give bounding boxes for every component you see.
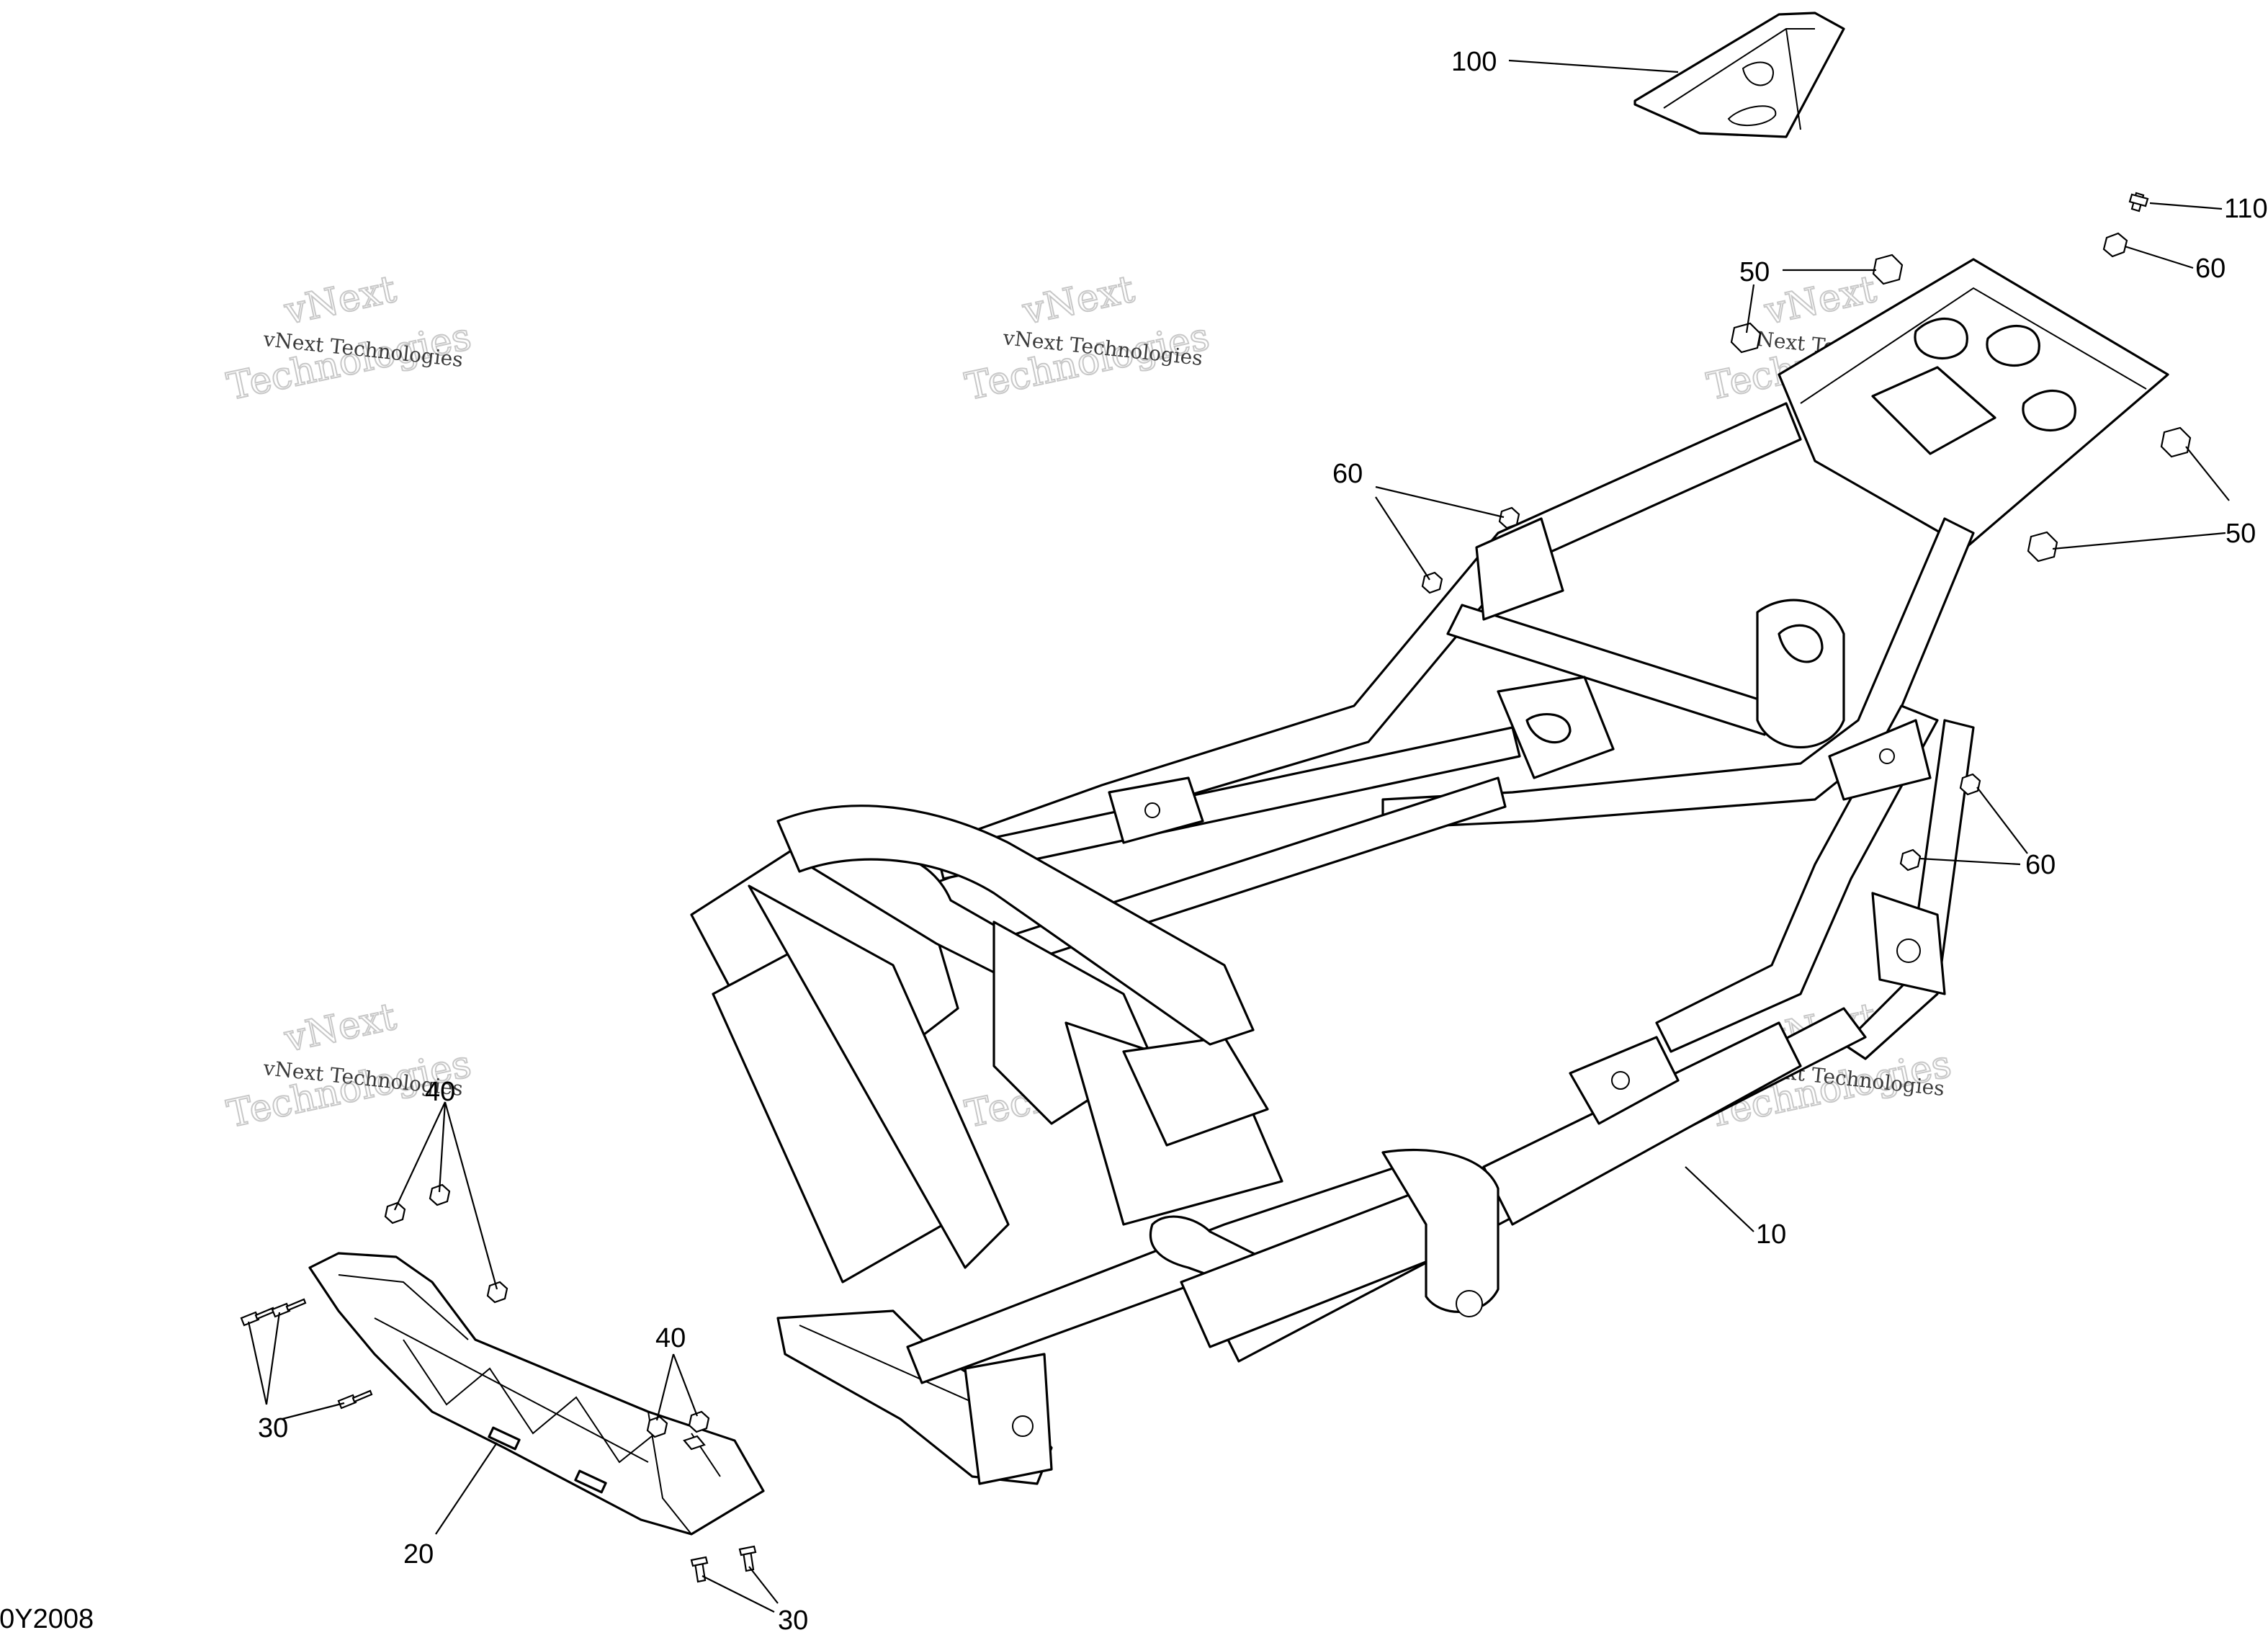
callout-10-frame: 10 <box>1756 1219 1786 1250</box>
callout-60-middle: 60 <box>1332 459 1363 489</box>
nut-40-b <box>429 1183 451 1206</box>
watermark-top-center: vNext Technologies vNext Technologies <box>961 267 1214 410</box>
watermark-big-1: vNext <box>280 995 400 1061</box>
nut-60-mid-b <box>1421 571 1443 594</box>
callout-20-skid-plate: 20 <box>403 1539 434 1569</box>
nut-60-right-a <box>1959 773 1981 796</box>
watermark-big-1: vNext <box>1760 268 1880 333</box>
callout-40-bottom: 40 <box>655 1323 686 1353</box>
watermark-big-1: vNext <box>1018 268 1138 333</box>
nut-60-mid-a <box>1498 506 1520 529</box>
callout-50-right: 50 <box>2226 519 2256 549</box>
leader-lines <box>247 59 2230 1613</box>
watermark-big-1: vNext <box>280 268 400 333</box>
nut-60-top-right <box>2102 232 2128 258</box>
nut-50-left <box>1730 322 1762 354</box>
callout-30-left: 30 <box>258 1413 288 1443</box>
part-10-main-frame <box>690 258 2169 1485</box>
nut-50-right <box>2160 426 2192 458</box>
callout-110: 110 <box>2224 194 2268 224</box>
callout-labels: 100 110 60 50 60 50 60 10 40 40 30 20 30 <box>258 47 2268 1635</box>
bolt-30-left-c <box>337 1389 373 1410</box>
diagram-reference-code: 30Y2008 <box>0 1604 94 1634</box>
watermark-bottom-left: vNext Technologies vNext Technologies <box>223 995 475 1137</box>
bolt-30-left-a <box>240 1307 276 1327</box>
part-100-bracket <box>1633 12 1845 138</box>
callout-40-left: 40 <box>425 1077 455 1107</box>
nut-50-lower-right <box>2027 531 2058 563</box>
watermark-top-left: vNext Technologies vNext Technologies <box>223 267 475 410</box>
callout-50-top: 50 <box>1739 257 1770 287</box>
nut-40-d <box>646 1415 668 1438</box>
callout-60-right: 60 <box>2025 850 2056 880</box>
nut-50-top <box>1872 254 1904 285</box>
nut-60-right-b <box>1899 848 1922 872</box>
nut-40-e <box>688 1410 710 1433</box>
nut-40-c <box>486 1281 508 1304</box>
part-20-skid-plate <box>308 1252 765 1536</box>
callout-100: 100 <box>1451 47 1497 77</box>
bolt-30-left-b <box>271 1298 307 1318</box>
bolt-30-bottom-b <box>738 1545 757 1572</box>
callout-60-top-right: 60 <box>2195 254 2226 284</box>
nut-40-a <box>384 1201 406 1224</box>
bolt-110 <box>2128 192 2149 212</box>
callout-30-bottom: 30 <box>778 1605 808 1635</box>
